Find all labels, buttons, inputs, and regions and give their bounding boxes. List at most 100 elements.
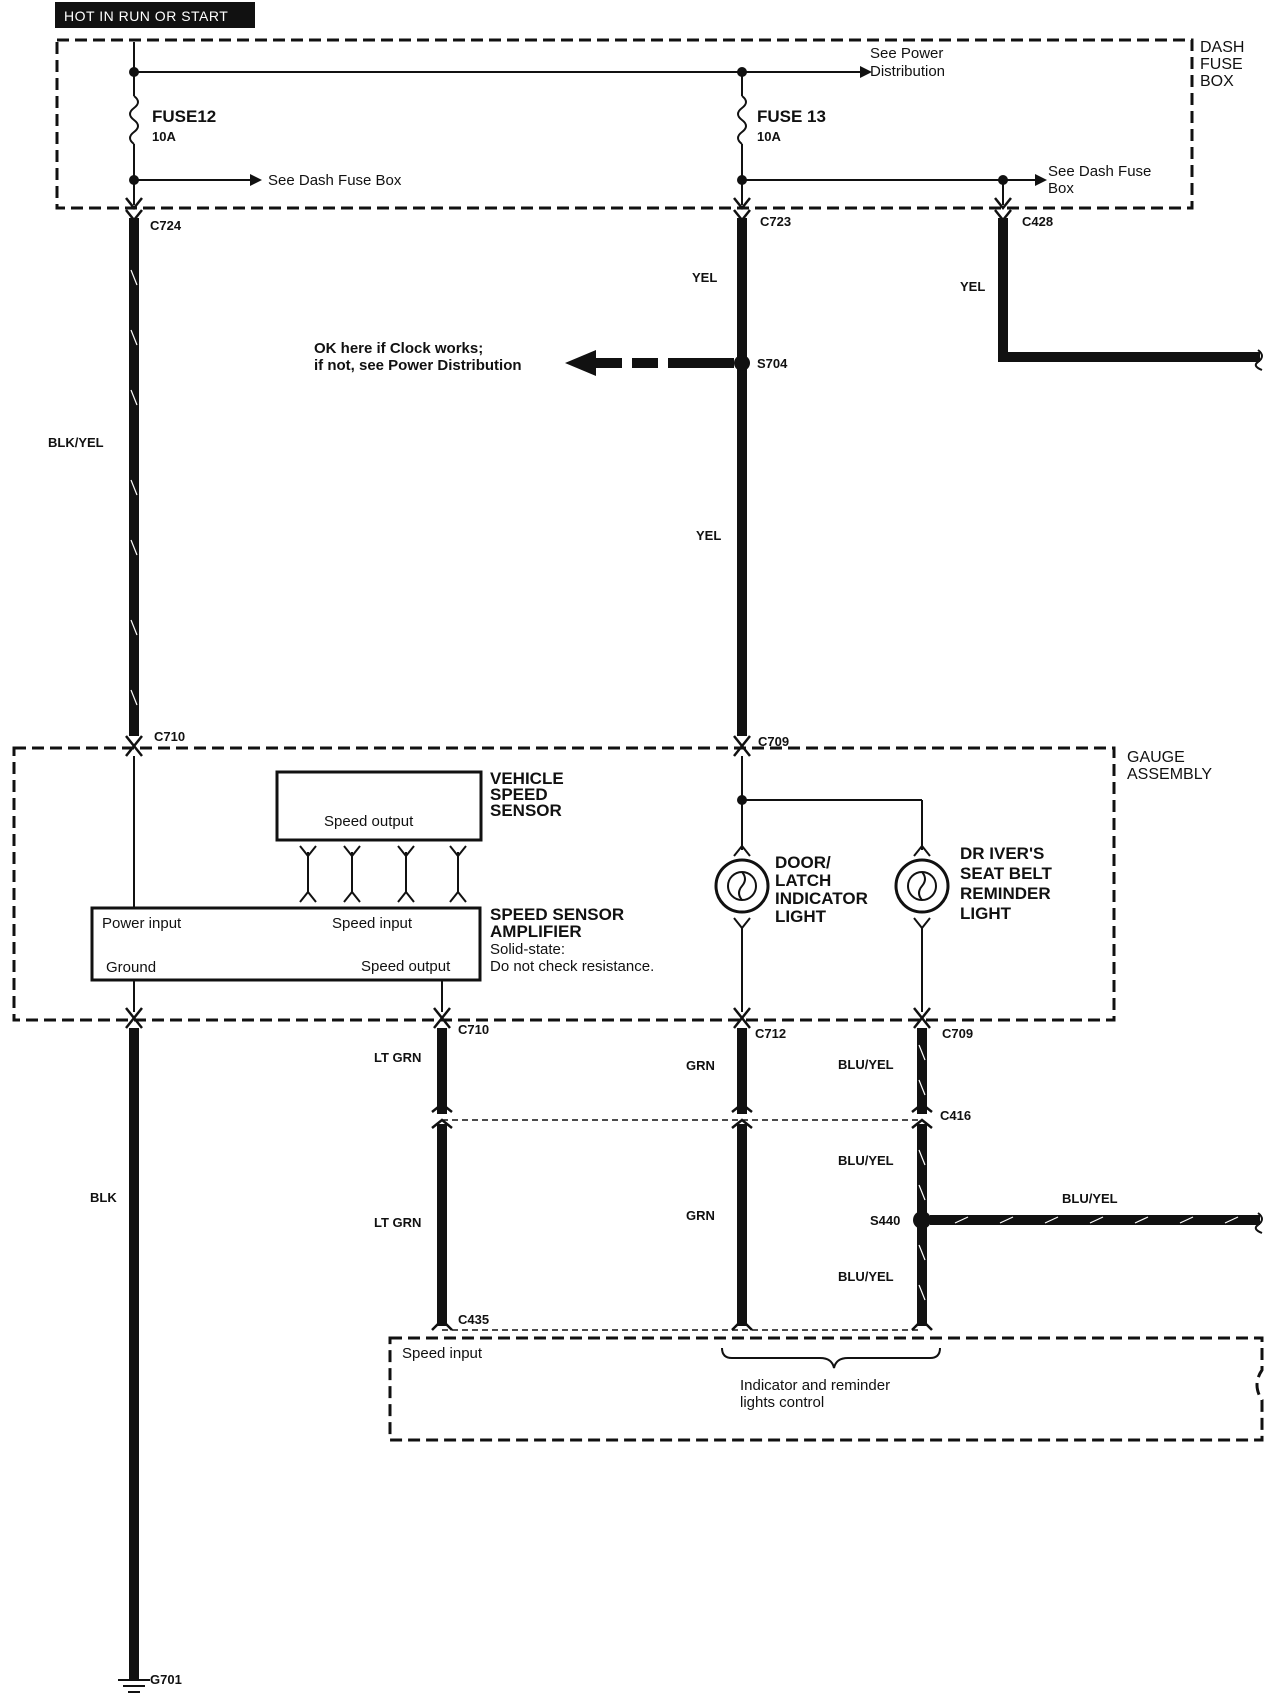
dashed-heavy-arrow — [565, 350, 734, 376]
gauge-assembly-label-1: GAUGE — [1127, 749, 1185, 766]
vss-speed-output: Speed output — [324, 813, 414, 830]
fuse13-rating: 10A — [757, 129, 781, 144]
arrow-right-icon — [250, 174, 262, 186]
amp-ground: Ground — [106, 959, 156, 976]
wire-label-blk-yel: BLK/YEL — [48, 435, 104, 450]
amp-note-1: Solid-state: — [490, 941, 565, 958]
bottom-speed-input: Speed input — [402, 1345, 483, 1362]
label-s704: S704 — [757, 356, 788, 371]
speed-sensor-amplifier-box — [90, 906, 482, 982]
amp-power-input: Power input — [102, 915, 182, 932]
vss-label-1: VEHICLE — [490, 769, 564, 788]
wire-yel-right — [998, 218, 1008, 362]
header-banner — [55, 2, 255, 28]
dash-fuse-box-outline — [55, 38, 1194, 210]
connector-c416 — [431, 1102, 933, 1129]
seatbelt-light-icon — [894, 844, 950, 930]
wire-lt-grn-lower — [437, 1124, 447, 1326]
vehicle-speed-sensor-box — [275, 770, 483, 842]
seatbelt-light-label-1: DR IVER'S — [960, 844, 1044, 863]
wire-label-lt-grn-2: LT GRN — [374, 1215, 421, 1230]
see-dash-fuse-box2-line2: Box — [1048, 180, 1074, 197]
wire-label-blu-yel-1: BLU/YEL — [838, 1057, 894, 1072]
label-c709-top: C709 — [758, 734, 789, 749]
wire-yel-right-horizontal — [998, 352, 1260, 362]
wire-label-grn-2: GRN — [686, 1208, 715, 1223]
wire-label-yel-2: YEL — [696, 528, 721, 543]
fuse13-icon — [737, 95, 747, 145]
header-title: HOT IN RUN OR START — [64, 8, 228, 24]
fuse13-name: FUSE 13 — [757, 107, 826, 126]
fuse12-icon — [129, 95, 139, 145]
door-light-label-3: INDICATOR — [775, 889, 868, 908]
splice-s704 — [734, 355, 750, 371]
wire-label-grn-1: GRN — [686, 1058, 715, 1073]
see-power-line-2: Distribution — [870, 63, 945, 80]
connector-c709-top — [733, 735, 751, 757]
bottom-control-line1: Indicator and reminder — [740, 1377, 890, 1394]
splice-s440 — [913, 1211, 931, 1229]
gauge-assembly-label-2: ASSEMBLY — [1127, 766, 1212, 783]
bottom-unit-outline — [388, 1336, 1264, 1442]
connector-c712 — [733, 1007, 751, 1029]
ground-icon — [118, 1679, 150, 1693]
label-g701: G701 — [150, 1672, 182, 1687]
wire-grn-upper — [737, 1028, 747, 1114]
wire-lt-grn-upper — [437, 1028, 447, 1114]
wire-blk-yel — [129, 218, 139, 736]
connector-c710-bottom-left — [125, 1007, 143, 1029]
connector-c710-bottom — [433, 1007, 451, 1029]
label-c709-bottom: C709 — [942, 1026, 973, 1041]
bottom-control-line2: lights control — [740, 1394, 824, 1411]
amp-label-1: SPEED SENSOR — [490, 905, 624, 924]
wire-break-icon — [1254, 349, 1263, 371]
wire-blu-yel-upper — [917, 1028, 927, 1114]
see-dash-fuse-box2-line1: See Dash Fuse — [1048, 163, 1151, 180]
connector-c709-bottom — [913, 1007, 931, 1029]
amp-speed-output: Speed output — [361, 958, 451, 975]
fuse12-name: FUSE12 — [152, 107, 216, 126]
brace-icon — [721, 1347, 941, 1369]
wire-yel-middle — [737, 218, 747, 736]
label-c428: C428 — [1022, 214, 1053, 229]
wire-label-yel-3: YEL — [960, 279, 985, 294]
amp-speed-input: Speed input — [332, 915, 413, 932]
wire-stripes — [954, 1216, 1239, 1224]
fuse12-rating: 10A — [152, 129, 176, 144]
wire-label-blk: BLK — [90, 1190, 117, 1205]
dash-fuse-box-label-2: FUSE — [1200, 56, 1243, 73]
vss-label-2: SPEED — [490, 785, 548, 804]
amp-note-2: Do not check resistance. — [490, 958, 654, 975]
wire-blu-yel-branch — [930, 1215, 1260, 1225]
wire-label-blu-yel-3: BLU/YEL — [838, 1269, 894, 1284]
seatbelt-light-label-4: LIGHT — [960, 904, 1012, 923]
arrow-right-icon — [860, 66, 872, 78]
label-c710-top: C710 — [154, 729, 185, 744]
label-c724: C724 — [150, 218, 182, 233]
wire-stripes — [130, 269, 138, 706]
clock-note-line2: if not, see Power Distribution — [314, 357, 522, 374]
splice-dot — [737, 67, 747, 77]
door-light-label-4: LIGHT — [775, 907, 827, 926]
label-c723: C723 — [760, 214, 791, 229]
vss-label-3: SENSOR — [490, 801, 562, 820]
door-light-label-1: DOOR/ — [775, 853, 831, 872]
connector-c710-top — [125, 735, 143, 757]
label-c416: C416 — [940, 1108, 971, 1123]
label-c710-bottom: C710 — [458, 1022, 489, 1037]
see-power-line-1: See Power — [870, 45, 943, 62]
wire-grn-lower — [737, 1124, 747, 1326]
see-dash-fuse-box: See Dash Fuse Box — [268, 172, 402, 189]
wire-label-lt-grn-1: LT GRN — [374, 1050, 421, 1065]
vss-amp-connections — [299, 845, 467, 903]
door-latch-light-icon — [714, 844, 770, 930]
label-c435: C435 — [458, 1312, 489, 1327]
arrow-right-icon — [1035, 174, 1047, 186]
arrow-left-icon — [565, 350, 596, 376]
wire-stripes — [918, 1044, 926, 1301]
wire-break-icon — [1254, 1212, 1263, 1234]
connector-c435 — [431, 1318, 933, 1331]
splice-dot — [129, 67, 139, 77]
label-s440: S440 — [870, 1213, 900, 1228]
